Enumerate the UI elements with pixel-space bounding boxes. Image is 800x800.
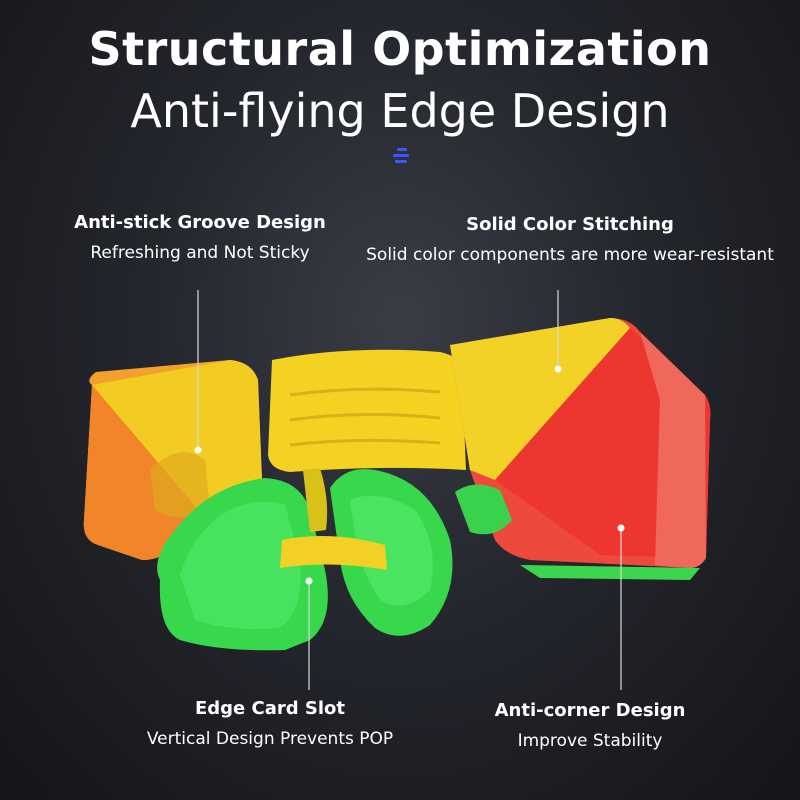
- callout-anti-corner-design: Anti-corner Design Improve Stability: [470, 700, 710, 751]
- leader-dot-2: [554, 365, 562, 373]
- center-edge-piece: [268, 349, 466, 472]
- leader-dot-4: [617, 524, 625, 532]
- callout-subtext: Refreshing and Not Sticky: [90, 243, 310, 263]
- callout-heading: Solid Color Stitching: [466, 214, 674, 235]
- callout-heading: Anti-stick Groove Design: [74, 212, 326, 233]
- callout-heading: Anti-corner Design: [494, 700, 686, 721]
- callout-heading: Edge Card Slot: [194, 698, 346, 719]
- title-line-2: Anti-flying Edge Design: [130, 84, 670, 138]
- title-line-1: Structural Optimization: [88, 22, 712, 76]
- callout-subtext: Vertical Design Prevents POP: [146, 729, 394, 749]
- leader-dot-1: [194, 446, 202, 454]
- right-corner-piece: [450, 318, 711, 580]
- callout-anti-stick-groove: Anti-stick Groove Design Refreshing and …: [60, 212, 340, 263]
- menu-indicator-icon: [393, 148, 411, 166]
- green-core-piece: [157, 468, 512, 651]
- leader-dot-3: [305, 577, 313, 585]
- callout-solid-color-stitching: Solid Color Stitching Solid color compon…: [350, 214, 790, 265]
- callout-subtext: Improve Stability: [517, 731, 663, 751]
- callout-subtext: Solid color components are more wear-res…: [366, 245, 774, 265]
- callout-edge-card-slot: Edge Card Slot Vertical Design Prevents …: [130, 698, 410, 749]
